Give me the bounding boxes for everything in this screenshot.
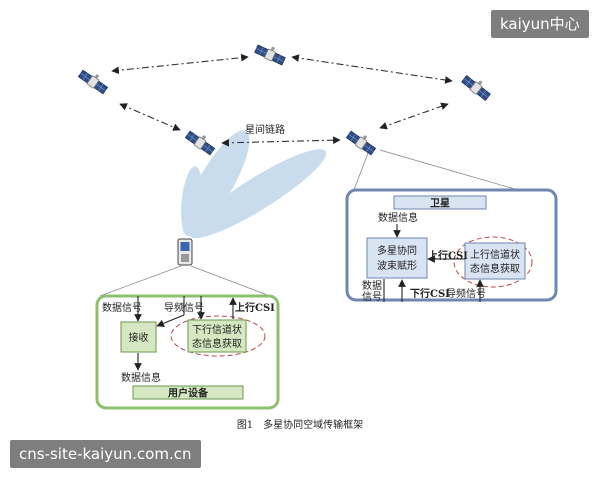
sat-pilot-signal-label: 导频信号	[446, 287, 486, 300]
user-equipment-box: 数据信号 导频信号 上行CSI 接收 下行信道状 态信息获取 数据信息 用户设备	[95, 294, 280, 410]
phone-icon	[177, 238, 193, 266]
ue-data-signal-label: 数据信号	[102, 301, 142, 314]
beam-lobe	[181, 166, 203, 237]
watermark-top: kaiyun中心	[491, 10, 589, 38]
satellite-icon	[184, 126, 218, 157]
sat-data-signal-line2: 信号	[362, 291, 382, 303]
user-equipment-title: 用户设备	[167, 387, 209, 400]
satellite-title: 卫星	[430, 198, 450, 210]
satellite-icon	[460, 71, 494, 102]
beamforming-line1: 多星协同	[377, 244, 417, 257]
watermark-bottom: cns-site-kaiyun.com.cn	[10, 440, 201, 468]
sat-downlink-csi-label: 下行CSI	[410, 287, 450, 300]
sat-data-signal-line1: 数据	[362, 279, 382, 292]
beamforming-line2: 波束赋形	[377, 259, 417, 272]
figure-caption: 图1 多星协同空域传输框架	[237, 418, 363, 431]
satellite-icon	[77, 65, 111, 96]
isl-link	[221, 136, 341, 147]
sat-data-info-label: 数据信息	[378, 211, 418, 224]
satellite-icon	[345, 126, 379, 157]
isl-label: 星间链路	[245, 123, 285, 136]
isl-link	[119, 103, 181, 131]
beam-lobes	[181, 130, 327, 239]
inter-satellite-links	[111, 53, 453, 147]
beam-lobe	[189, 149, 327, 239]
isl-link	[379, 102, 449, 130]
ue-data-info-label: 数据信息	[121, 371, 161, 384]
receive-block: 接收	[129, 331, 149, 344]
downlink-acq-line1: 下行信道状	[192, 323, 242, 336]
isl-link	[291, 54, 453, 84]
sat-uplink-csi-label: 上行CSI	[428, 249, 468, 262]
satellite-icon	[253, 40, 288, 67]
satellite-box: 卫星 数据信息 多星协同 波束赋形 上行信道状 态信息获取 上行CSI 数据 信…	[345, 188, 558, 303]
isl-link	[111, 53, 249, 75]
ue-uplink-csi-label: 上行CSI	[235, 301, 275, 314]
downlink-acq-line2: 态信息获取	[192, 337, 242, 350]
uplink-acq-line1: 上行信道状	[470, 248, 520, 261]
uplink-acq-line2: 态信息获取	[470, 262, 520, 275]
